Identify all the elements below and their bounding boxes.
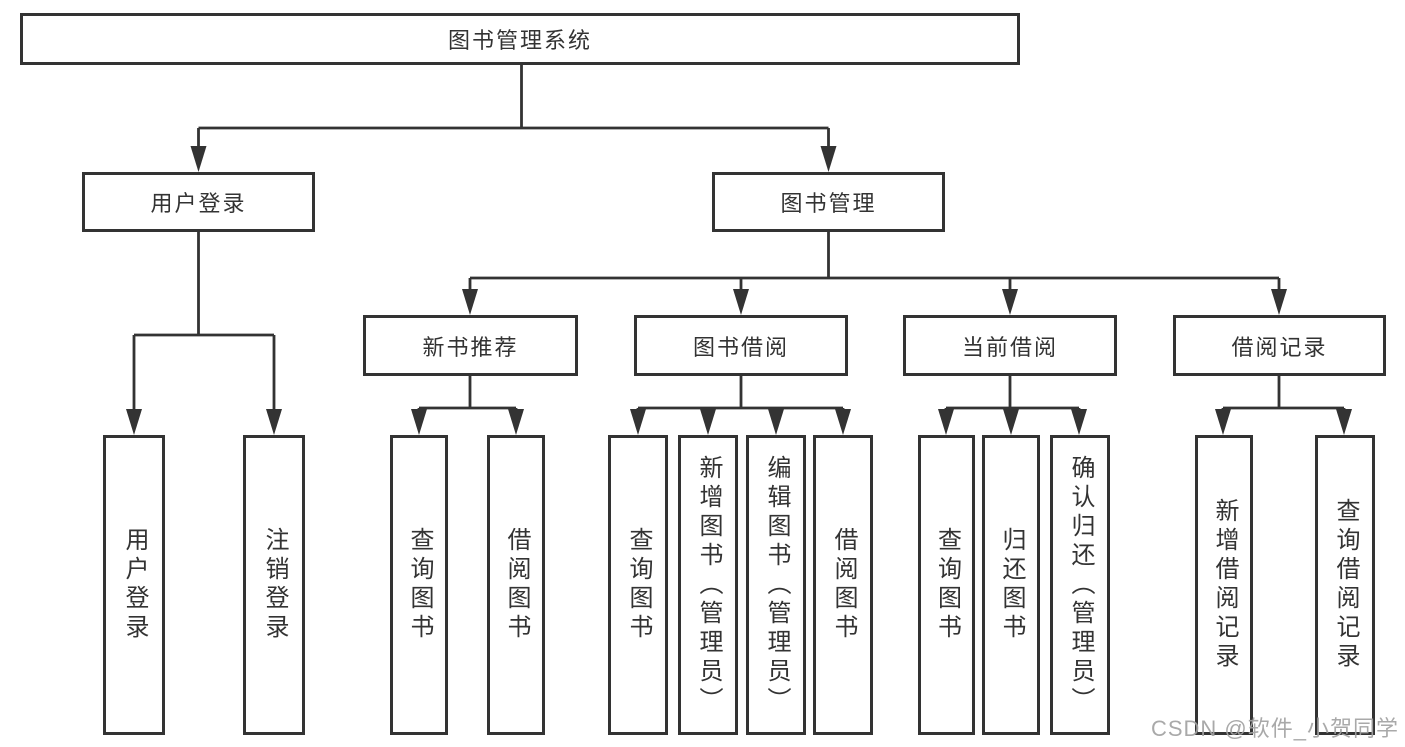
node-label: 查询图书 <box>933 527 961 643</box>
node-label: 查询借阅记录 <box>1332 498 1359 672</box>
node-label: 归还图书 <box>998 527 1025 643</box>
node-label: 用户登录 <box>121 527 148 643</box>
node-label: 用户登录 <box>150 191 247 216</box>
leaf-query-books-borrow: 查询图书 <box>608 435 668 735</box>
node-label: 图书借阅 <box>692 334 789 360</box>
node-label: 新增图书（管理员） <box>695 454 722 716</box>
leaf-borrow-books-recommend: 借阅图书 <box>487 435 545 735</box>
leaf-query-books-current: 查询图书 <box>918 435 975 735</box>
leaf-borrow-books: 借阅图书 <box>813 435 873 735</box>
arrowheads <box>126 146 1352 435</box>
node-label: 借阅图书 <box>830 527 857 643</box>
leaf-add-books-admin: 新增图书（管理员） <box>678 435 738 735</box>
node-label: 注销登录 <box>261 527 288 643</box>
leaf-confirm-return-admin: 确认归还（管理员） <box>1050 435 1110 735</box>
node-label: 借阅图书 <box>503 527 530 643</box>
csdn-watermark: CSDN @软件_小贺同学 <box>1150 716 1399 741</box>
node-user-login-branch: 用户登录 <box>82 172 315 232</box>
leaf-add-borrow-record: 新增借阅记录 <box>1195 435 1253 735</box>
node-label: 当前借阅 <box>961 334 1058 360</box>
node-book-borrowing: 图书借阅 <box>634 315 848 376</box>
leaf-logout: 注销登录 <box>243 435 305 735</box>
node-label: 查询图书 <box>625 527 652 643</box>
node-label: 查询图书 <box>406 527 433 643</box>
leaf-query-borrow-record: 查询借阅记录 <box>1315 435 1375 735</box>
node-label: 新书推荐 <box>422 334 519 360</box>
leaf-user-login: 用户登录 <box>103 435 165 735</box>
leaf-return-books: 归还图书 <box>982 435 1040 735</box>
node-label: 图书管理 <box>780 191 877 216</box>
node-library-management-system: 图书管理系统 <box>20 13 1020 65</box>
leaf-query-books-recommend: 查询图书 <box>390 435 448 735</box>
node-new-book-recommendation: 新书推荐 <box>363 315 578 376</box>
node-label: 新增借阅记录 <box>1211 498 1238 672</box>
node-current-borrowing: 当前借阅 <box>903 315 1117 376</box>
leaf-edit-books-admin: 编辑图书（管理员） <box>746 435 806 735</box>
node-borrowing-records: 借阅记录 <box>1173 315 1386 376</box>
node-label: 编辑图书（管理员） <box>763 454 790 716</box>
node-label: 确认归还（管理员） <box>1067 454 1094 716</box>
node-label: 图书管理系统 <box>447 28 592 53</box>
node-label: 借阅记录 <box>1231 334 1328 360</box>
node-book-management-branch: 图书管理 <box>712 172 945 232</box>
